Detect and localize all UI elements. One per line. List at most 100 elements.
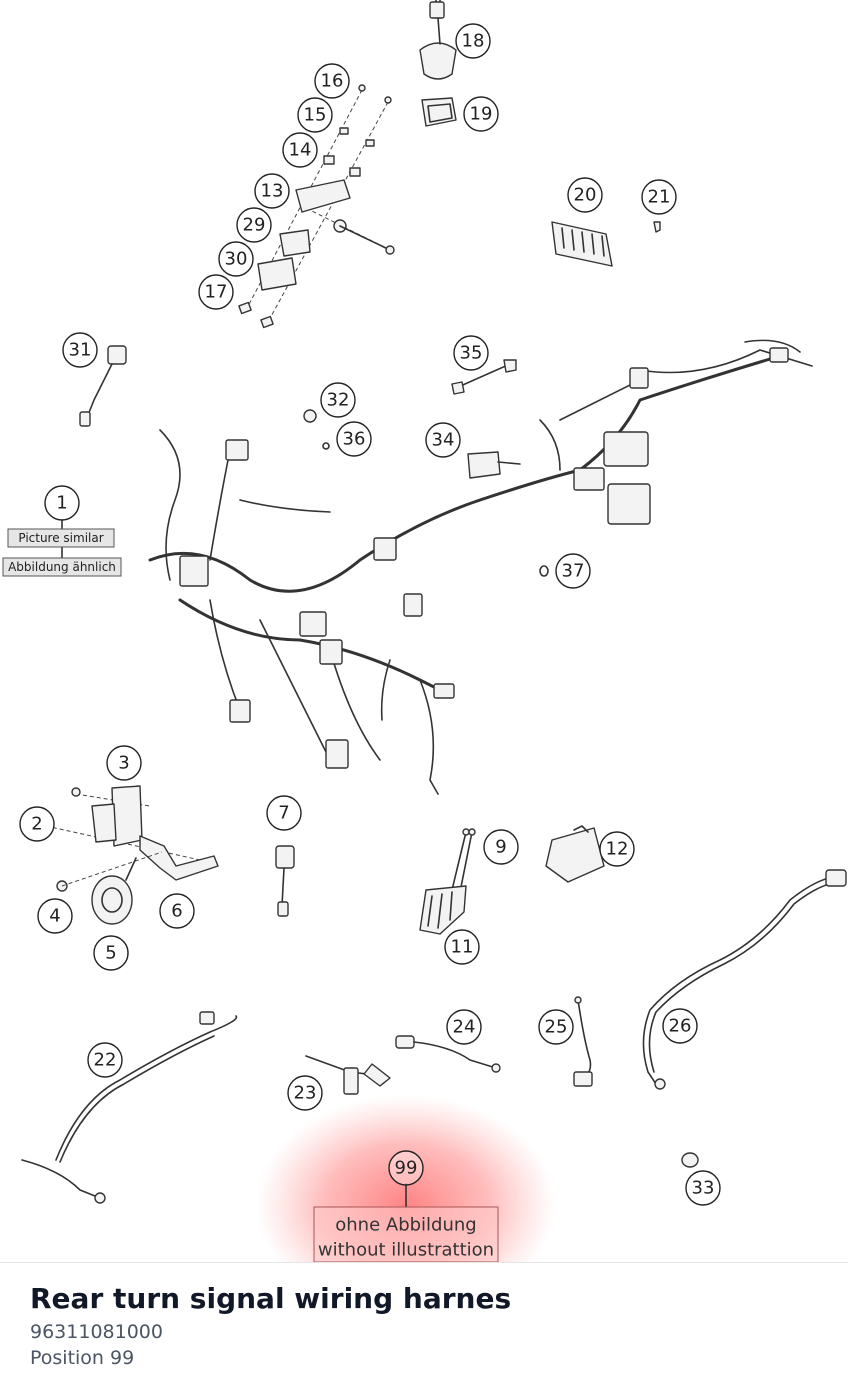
svg-text:20: 20 bbox=[574, 185, 597, 206]
svg-text:34: 34 bbox=[432, 430, 455, 451]
callout-23[interactable]: 23 bbox=[287, 1075, 323, 1111]
callout-33[interactable]: 33 bbox=[685, 1170, 721, 1206]
callout-32[interactable]: 32 bbox=[320, 382, 356, 418]
part-9-drawing bbox=[451, 828, 476, 893]
svg-text:30: 30 bbox=[225, 249, 248, 270]
callout-5[interactable]: 5 bbox=[93, 935, 129, 971]
callout-18[interactable]: 18 bbox=[455, 23, 491, 59]
part-position: Position 99 bbox=[30, 1347, 135, 1369]
svg-text:24: 24 bbox=[453, 1017, 476, 1038]
callout-4[interactable]: 4 bbox=[37, 898, 73, 934]
callout-17[interactable]: 17 bbox=[198, 274, 234, 310]
svg-text:12: 12 bbox=[606, 839, 629, 860]
callout-34[interactable]: 34 bbox=[425, 422, 461, 458]
svg-text:21: 21 bbox=[648, 187, 671, 208]
callout-14[interactable]: 14 bbox=[282, 132, 318, 168]
part-34-drawing bbox=[467, 451, 521, 479]
svg-text:1: 1 bbox=[56, 493, 67, 514]
part-25-drawing bbox=[573, 996, 593, 1087]
callout-25[interactable]: 25 bbox=[538, 1009, 574, 1045]
part-horn-assembly-drawing bbox=[41, 785, 219, 925]
callout-26[interactable]: 26 bbox=[662, 1008, 698, 1044]
svg-text:11: 11 bbox=[451, 937, 474, 958]
svg-text:99: 99 bbox=[395, 1158, 418, 1179]
svg-text:32: 32 bbox=[327, 390, 350, 411]
part-12-drawing bbox=[545, 825, 605, 883]
svg-text:6: 6 bbox=[171, 901, 182, 922]
svg-text:14: 14 bbox=[289, 140, 312, 161]
callout-37[interactable]: 37 bbox=[555, 553, 591, 589]
note-picture-similar: Picture similar bbox=[7, 528, 115, 548]
callout-30[interactable]: 30 bbox=[218, 241, 254, 277]
svg-text:26: 26 bbox=[669, 1016, 692, 1037]
part-36-drawing bbox=[322, 442, 330, 450]
callout-2[interactable]: 2 bbox=[19, 806, 55, 842]
diagram-canvas: Picture similar Abbildung ähnlich ohne A… bbox=[2, 0, 847, 1262]
svg-text:29: 29 bbox=[243, 215, 266, 236]
exploded-parts-diagram: Picture similar Abbildung ähnlich ohne A… bbox=[2, 0, 847, 1262]
part-18-drawing bbox=[419, 0, 457, 80]
note-label-en: Picture similar bbox=[18, 531, 103, 545]
part-31-drawing bbox=[79, 345, 127, 427]
callout-7[interactable]: 7 bbox=[266, 795, 302, 831]
svg-text:22: 22 bbox=[94, 1050, 117, 1071]
callout-24[interactable]: 24 bbox=[446, 1009, 482, 1045]
svg-text:36: 36 bbox=[343, 429, 366, 450]
callout-12[interactable]: 12 bbox=[599, 831, 635, 867]
callout-99[interactable]: 99 bbox=[388, 1150, 424, 1186]
part-number: 96311081000 bbox=[30, 1321, 163, 1343]
part-35-drawing bbox=[451, 359, 517, 395]
callout-1[interactable]: 1 bbox=[44, 485, 80, 521]
part-7-drawing bbox=[275, 845, 295, 917]
callout-36[interactable]: 36 bbox=[336, 421, 372, 457]
callout-9[interactable]: 9 bbox=[483, 829, 519, 865]
callout-15[interactable]: 15 bbox=[297, 97, 333, 133]
svg-text:23: 23 bbox=[294, 1083, 317, 1104]
part-title: Rear turn signal wiring harnes bbox=[30, 1282, 512, 1315]
callout-16[interactable]: 16 bbox=[314, 63, 350, 99]
part-23-drawing bbox=[305, 1055, 391, 1095]
note-abbildung-aehnlich: Abbildung ähnlich bbox=[2, 557, 122, 577]
note-label-de: Abbildung ähnlich bbox=[8, 560, 116, 574]
svg-text:13: 13 bbox=[261, 181, 284, 202]
part-21-drawing bbox=[653, 221, 661, 233]
callout-11[interactable]: 11 bbox=[444, 929, 480, 965]
part-24-drawing bbox=[395, 1035, 501, 1073]
callout-13[interactable]: 13 bbox=[254, 173, 290, 209]
svg-text:4: 4 bbox=[49, 906, 60, 927]
callout-31[interactable]: 31 bbox=[62, 332, 98, 368]
part-32-drawing bbox=[303, 409, 317, 423]
svg-text:37: 37 bbox=[562, 561, 585, 582]
callout-6[interactable]: 6 bbox=[159, 893, 195, 929]
callout-29[interactable]: 29 bbox=[236, 207, 272, 243]
svg-text:35: 35 bbox=[460, 343, 483, 364]
svg-text:7: 7 bbox=[278, 803, 289, 824]
part-19-drawing bbox=[421, 97, 457, 127]
svg-text:25: 25 bbox=[545, 1017, 568, 1038]
svg-text:17: 17 bbox=[205, 282, 228, 303]
callout-19[interactable]: 19 bbox=[463, 96, 499, 132]
callout-21[interactable]: 21 bbox=[641, 179, 677, 215]
highlight-label-box: ohne Abbildung without illustrattion bbox=[313, 1206, 499, 1262]
callout-35[interactable]: 35 bbox=[453, 335, 489, 371]
svg-text:19: 19 bbox=[470, 104, 493, 125]
part-20-drawing bbox=[551, 221, 613, 267]
highlight-label-de: ohne Abbildung bbox=[335, 1215, 476, 1236]
part-22-drawing bbox=[21, 1011, 238, 1204]
callout-3[interactable]: 3 bbox=[106, 745, 142, 781]
svg-text:31: 31 bbox=[69, 340, 92, 361]
highlight-label-en: without illustrattion bbox=[318, 1240, 494, 1261]
part-37-drawing bbox=[539, 565, 549, 577]
part-26-drawing bbox=[642, 869, 847, 1090]
svg-text:16: 16 bbox=[321, 71, 344, 92]
svg-text:18: 18 bbox=[462, 31, 485, 52]
svg-text:9: 9 bbox=[495, 837, 506, 858]
callout-22[interactable]: 22 bbox=[87, 1042, 123, 1078]
part-11-drawing bbox=[419, 885, 467, 935]
svg-text:33: 33 bbox=[692, 1178, 715, 1199]
part-1-main-harness-drawing bbox=[148, 339, 813, 795]
svg-text:3: 3 bbox=[118, 753, 129, 774]
part-info-panel: Rear turn signal wiring harnes 963110810… bbox=[0, 1262, 848, 1390]
callout-20[interactable]: 20 bbox=[567, 177, 603, 213]
svg-text:2: 2 bbox=[31, 814, 42, 835]
